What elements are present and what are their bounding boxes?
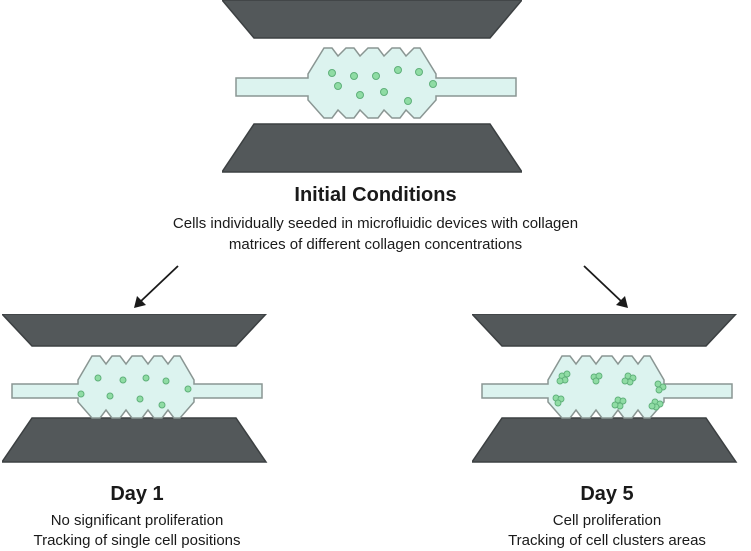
initial-title: Initial Conditions (294, 184, 457, 206)
day1-desc-line2: Tracking of single cell positions (33, 532, 241, 549)
arrow-to-day5 (583, 265, 628, 308)
single-cells (328, 66, 437, 105)
day1-device (2, 314, 268, 463)
microfluidic-channel (11, 355, 263, 419)
day1-desc-line1: No significant proliferation (50, 512, 224, 529)
microfluidic-channel (481, 355, 733, 419)
bottom-post (222, 123, 522, 173)
cell-cluster (654, 380, 667, 394)
top-post (2, 314, 268, 347)
day5-desc-line1: Cell proliferation (552, 512, 662, 529)
top-post (472, 314, 738, 347)
day5-desc-line2: Tracking of cell clusters areas (508, 532, 706, 549)
cell-cluster (556, 370, 571, 385)
day5-device (472, 314, 738, 463)
top-post (222, 0, 522, 39)
cell-cluster (590, 372, 603, 385)
cell-cluster (621, 372, 637, 386)
cell-cluster (611, 396, 627, 410)
cell-cluster (648, 398, 664, 411)
single-cells (77, 374, 192, 409)
microfluidic-channel (235, 47, 517, 119)
initial-desc-line1: Cells individually seeded in microfluidi… (172, 215, 579, 232)
bottom-post (2, 417, 268, 463)
bottom-post (472, 417, 738, 463)
arrow-to-day1 (134, 265, 179, 308)
cell-cluster (552, 394, 565, 407)
initial-device (222, 0, 522, 173)
initial-desc-line2: matrices of different collagen concentra… (228, 236, 523, 253)
cell-clusters (552, 370, 667, 411)
day5-title: Day 5 (580, 483, 634, 505)
day1-title: Day 1 (110, 483, 164, 505)
